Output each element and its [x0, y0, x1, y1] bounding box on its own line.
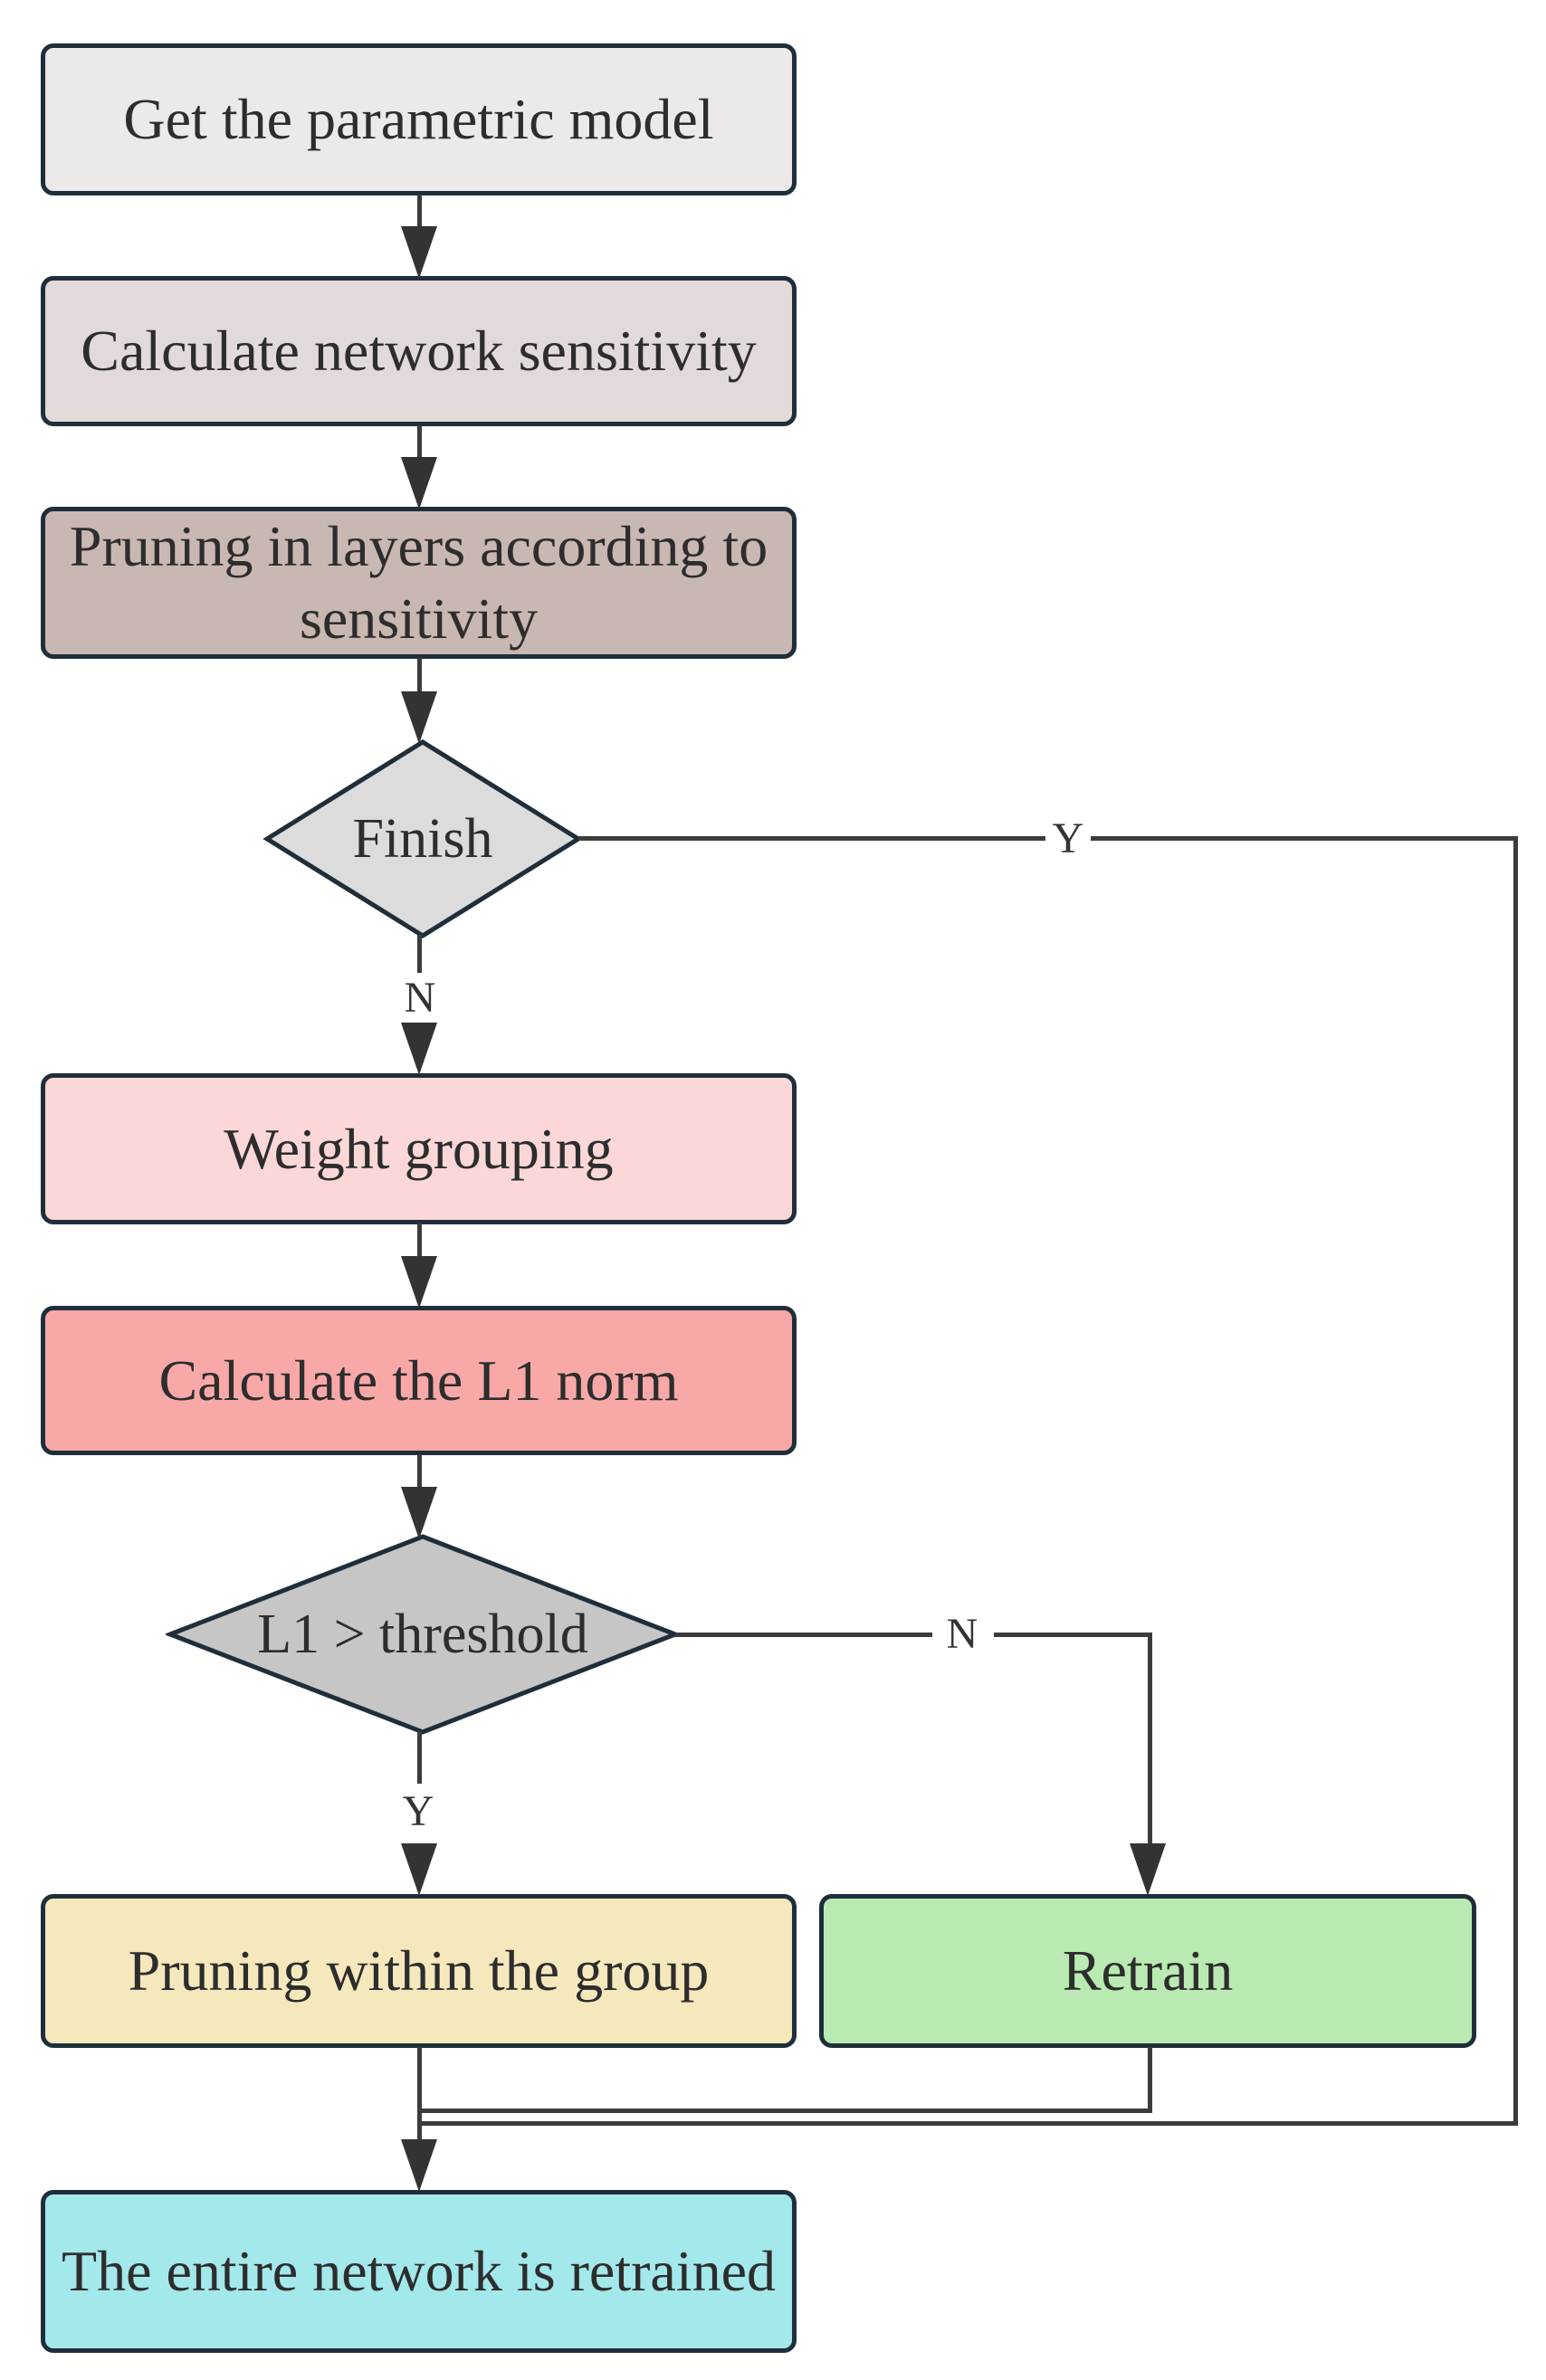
connector-line [578, 836, 1045, 841]
node-prune-group-label: Pruning within the group [128, 1938, 710, 2003]
node-calc-sensitivity: Calculate network sensitivity [41, 276, 797, 426]
node-prune-group: Pruning within the group [41, 1894, 797, 2048]
connector-line [417, 195, 422, 231]
node-prune-layers-label: Pruning in layers according to sensitivi… [69, 514, 768, 651]
node-prune-layers: Pruning in layers according to sensitivi… [41, 507, 797, 659]
connector-line [1513, 836, 1518, 2126]
node-calc-sensitivity-label: Calculate network sensitivity [81, 319, 757, 383]
node-l1-threshold: L1 > threshold [166, 1532, 680, 1737]
edge-label-finish-yes: Y [1046, 817, 1090, 861]
connector-line [417, 1223, 422, 1260]
l1-diamond-shape [166, 1534, 680, 1735]
connector-line [1148, 2047, 1152, 2113]
node-weight-grouping: Weight grouping [41, 1073, 797, 1224]
arrow-head-icon [401, 2139, 437, 2192]
connector-line [417, 425, 422, 462]
node-retrain-label: Retrain [1062, 1938, 1234, 2003]
l1-diamond-polygon [166, 1534, 680, 1735]
node-finish: Finish [262, 738, 583, 940]
arrow-head-icon [401, 457, 437, 509]
node-calc-l1-norm-label: Calculate the L1 norm [158, 1347, 679, 1413]
node-l1-threshold-label: L1 > threshold [257, 1603, 588, 1665]
connector-line [417, 1731, 422, 1784]
node-weight-grouping-label: Weight grouping [224, 1116, 614, 1181]
edge-label-finish-no: N [398, 976, 442, 1020]
connector-line [417, 658, 422, 696]
node-get-model: Get the parametric model [41, 43, 797, 195]
arrow-head-icon [401, 1023, 437, 1075]
node-retrain: Retrain [819, 1894, 1476, 2048]
node-network-retrained: The entire network is retrained [41, 2190, 797, 2353]
connector-line [417, 1454, 422, 1492]
connector-line [417, 2047, 422, 2142]
node-get-model-label: Get the parametric model [123, 87, 714, 151]
node-finish-label: Finish [352, 807, 493, 870]
arrow-head-icon [401, 1843, 437, 1896]
connector-line [417, 2121, 1518, 2126]
arrow-head-icon [1130, 1843, 1166, 1896]
connector-line [417, 2109, 1152, 2113]
arrow-head-icon [401, 1256, 437, 1309]
arrow-head-icon [401, 691, 437, 744]
connector-line [417, 935, 422, 973]
finish-diamond-polygon [262, 739, 583, 938]
arrow-head-icon [401, 226, 437, 279]
connector-line [994, 1633, 1152, 1637]
node-network-retrained-label: The entire network is retrained [62, 2239, 776, 2303]
edge-label-l1-no: N [940, 1613, 984, 1656]
arrow-head-icon [401, 1487, 437, 1539]
node-calc-l1-norm: Calculate the L1 norm [41, 1306, 797, 1455]
connector-line [1148, 1633, 1152, 1843]
connector-line [675, 1633, 932, 1637]
edge-label-l1-yes: Y [396, 1790, 440, 1833]
finish-diamond-shape [262, 739, 583, 938]
connector-line [1091, 836, 1518, 841]
